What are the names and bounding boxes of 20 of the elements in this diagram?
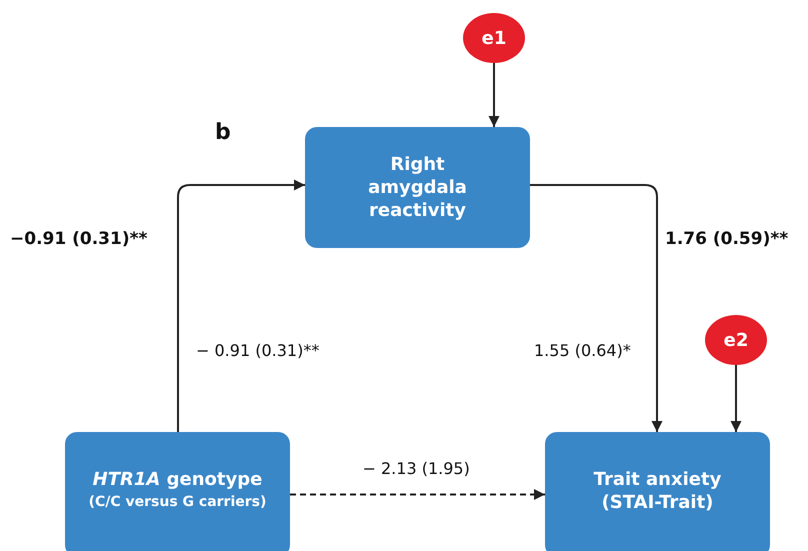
coefficient-label: − 0.91 (0.31)** (196, 341, 320, 360)
node-label: Right amygdala reactivity (367, 153, 468, 222)
node-label: Trait anxiety (STAI-Trait) (592, 468, 722, 514)
node-subtitle: (C/C versus G carriers) (88, 493, 268, 512)
arrow (730, 365, 742, 432)
variable-box (545, 432, 770, 551)
node-label: e2 (722, 328, 750, 352)
coefficient-label: 1.55 (0.64)* (534, 341, 631, 360)
dashed-arrow (290, 489, 545, 500)
arrow (530, 184, 662, 432)
arrow (177, 180, 305, 432)
node-label: e1 (480, 26, 508, 50)
variable-box (305, 127, 530, 248)
node-label: HTR1A genotype (92, 468, 264, 491)
arrow (488, 63, 500, 127)
variable-box (65, 432, 290, 551)
edge-label: − 2.13 (1.95) (362, 459, 470, 478)
coefficient-label: 1.76 (0.59)** (665, 229, 788, 249)
coefficient-label: −0.91 (0.31)** (10, 229, 148, 249)
panel-letter: b (215, 120, 231, 145)
